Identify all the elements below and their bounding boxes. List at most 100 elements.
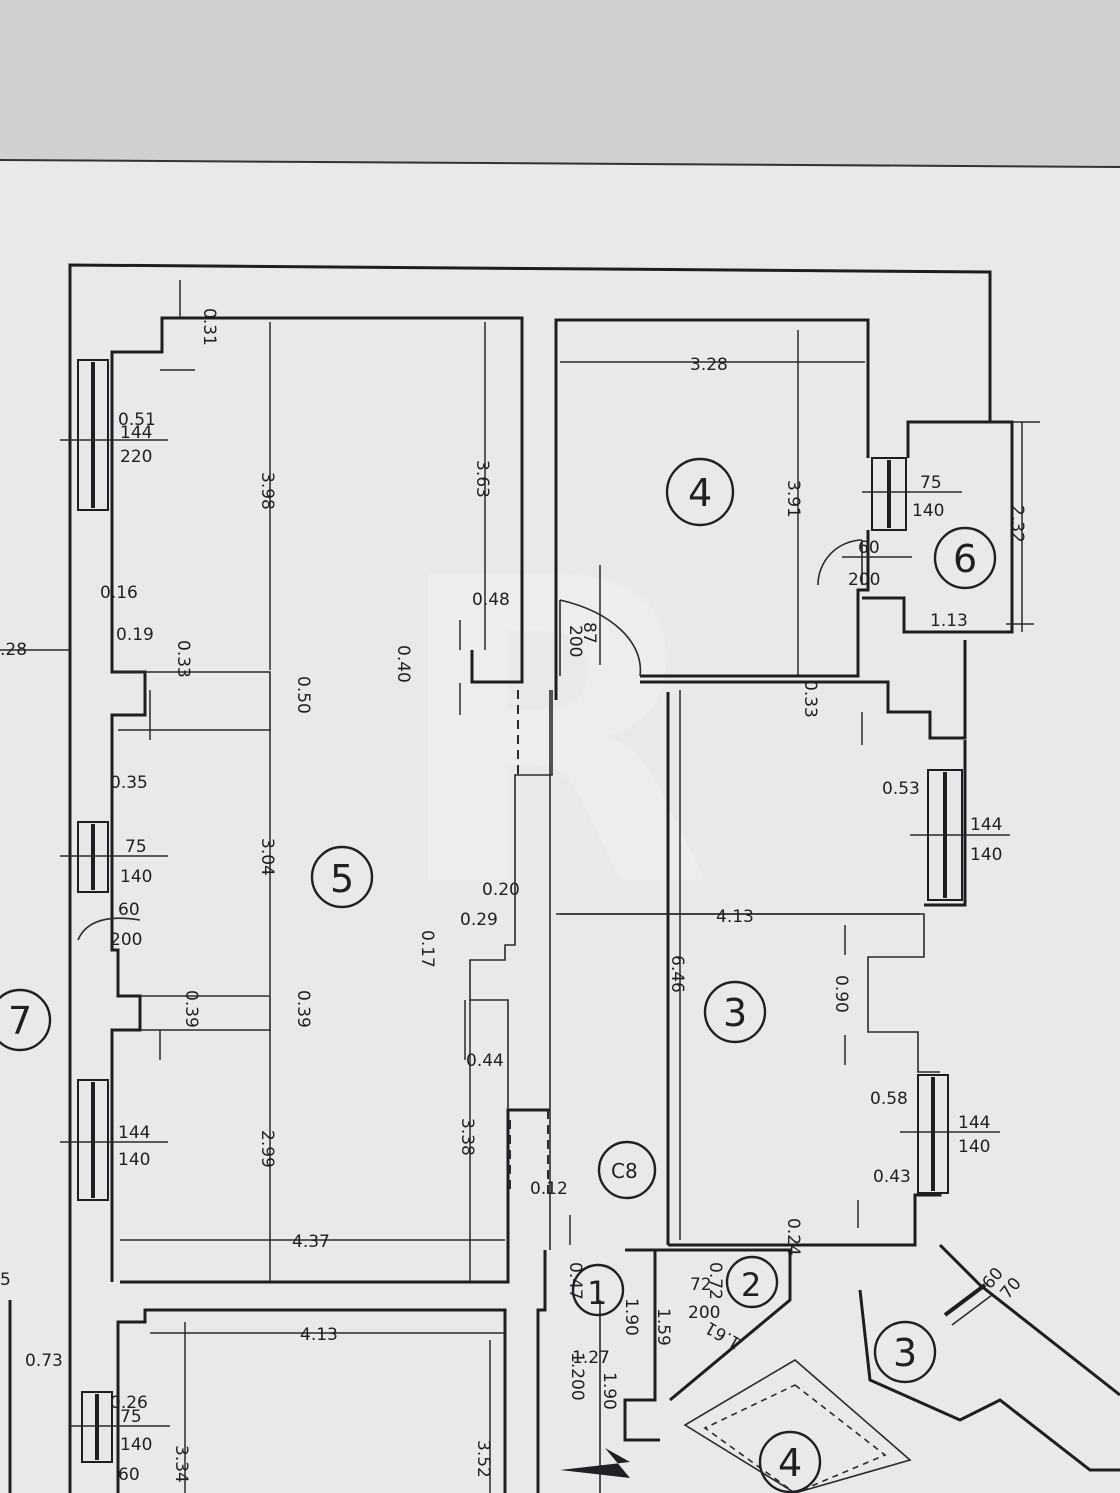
outer-wall [68, 263, 992, 1300]
dim-413-lower: 4.13 [300, 1325, 338, 1345]
dim-328: 3.28 [690, 355, 728, 375]
dim-232: 2.32 [1007, 505, 1027, 543]
room-2-number: 2 [741, 1266, 761, 1304]
corridor-wall [469, 690, 553, 1110]
window-75-140-lower-left-height: 140 [120, 1435, 152, 1455]
dim-044: 0.44 [466, 1051, 504, 1071]
sheet-area [0, 160, 1120, 1493]
room-5-partition-b [140, 995, 271, 1031]
dim-033-room3: 0.33 [800, 680, 820, 718]
room-3-right-wall [924, 740, 967, 907]
dim-035: 0.35 [110, 773, 148, 793]
dim-127: 1.27 [572, 1348, 610, 1368]
diagonal-wall-b [858, 1289, 1120, 1472]
lower-room-walls [116, 1308, 507, 1493]
door-87-200-swing [559, 599, 642, 677]
window-144-220-width: 144 [120, 423, 152, 443]
window-144-140-room3-top-width: 144 [970, 815, 1002, 835]
room-7-marker [0, 988, 52, 1052]
dim-190-a: 1.90 [621, 1298, 641, 1336]
door-room1-size: 1.200 [567, 1352, 587, 1401]
window-144-140-left [77, 1079, 109, 1201]
dim-019: 0.19 [116, 625, 154, 645]
dim-646: 6.46 [667, 955, 687, 993]
room-4-lower-dashed [703, 1384, 887, 1493]
door-room2-height: 200 [688, 1303, 720, 1323]
dim-043: 0.43 [873, 1167, 911, 1187]
dim-304: 3.04 [257, 838, 277, 876]
door-room6-width: 60 [858, 538, 880, 558]
door-room7-width: 60 [118, 900, 140, 920]
room-4-lower-marker [758, 1430, 822, 1493]
door-room6-height: 200 [848, 570, 880, 590]
room-3-lower-number: 3 [893, 1331, 917, 1375]
dim-039-center: 0.39 [293, 990, 313, 1028]
window-144-140-left-height: 140 [118, 1150, 150, 1170]
dim-190-b: 1.90 [599, 1372, 619, 1410]
room-4-number: 4 [688, 471, 712, 515]
diagonal-wall-a [938, 1243, 1120, 1397]
room-3-marker [703, 980, 767, 1044]
room-6-number: 6 [953, 537, 977, 581]
dim-437: 4.37 [292, 1232, 330, 1252]
window-144-220-height: 220 [120, 447, 152, 467]
dim-033-room5: 0.33 [173, 640, 193, 678]
sheet-border-line [0, 159, 1120, 168]
room-1-right-wall [623, 1248, 660, 1442]
window-144-140-room3-bottom [917, 1074, 949, 1194]
entrance-arrow-icon [560, 1448, 630, 1478]
dim-020: 0.20 [482, 880, 520, 900]
window-144-140-room3-top-height: 140 [970, 845, 1002, 865]
dim-5: 5 [0, 1270, 11, 1290]
dim-073: 0.73 [25, 1351, 63, 1371]
window-144-140-room3-bottom-width: 144 [958, 1113, 990, 1133]
room-1-left-wall [536, 1250, 547, 1493]
dim-017: 0.17 [417, 930, 437, 968]
room-2-marker [725, 1255, 779, 1309]
dim-016: 0.16 [100, 583, 138, 603]
window-75-140-lower-left [81, 1391, 113, 1463]
window-75-140-room6-height: 140 [912, 501, 944, 521]
window-60-70 [943, 1283, 993, 1326]
window-75-140-left-width: 75 [125, 837, 147, 857]
dim-051: 0.51 [118, 410, 156, 430]
dim-413-room3: 4.13 [716, 907, 754, 927]
window-144-140-left-width: 144 [118, 1123, 150, 1143]
dim-053: 0.53 [882, 779, 920, 799]
dim-363: 3.63 [472, 460, 492, 498]
dim-299: 2.99 [257, 1130, 277, 1168]
door-60-200-room7-swing [77, 917, 141, 941]
room-c8-marker [597, 1140, 657, 1200]
dim-050: 0.50 [293, 676, 313, 714]
room-3-lower-marker [873, 1320, 937, 1384]
room-3-mid-wall [556, 913, 940, 1073]
room-4-lower-number: 4 [778, 1441, 802, 1485]
dim-338: 3.38 [457, 1118, 477, 1156]
room-4-walls [554, 318, 870, 700]
dim-159: 1.59 [653, 1308, 673, 1346]
door-lower-left-width: 60 [118, 1465, 140, 1485]
room-c8-label: C8 [611, 1159, 638, 1183]
dim-090: 0.90 [831, 975, 851, 1013]
dim-012: 0.12 [530, 1179, 568, 1199]
door-60-200-room6-swing [817, 539, 863, 586]
dim-026: 0.26 [110, 1393, 148, 1413]
room-3-top-wall [640, 640, 967, 740]
window-75-140-room6-width: 75 [920, 473, 942, 493]
door-87-height: 200 [565, 625, 585, 657]
room-5-marker [310, 845, 374, 909]
dim-024: 0.24 [783, 1218, 803, 1256]
dim-391: 3.91 [783, 480, 803, 518]
room-6-marker [933, 526, 997, 590]
room-4-lower-wall [640, 530, 870, 678]
room-3-number: 3 [723, 991, 747, 1035]
dim-128: .28 [0, 640, 27, 660]
room-4-marker [665, 457, 735, 527]
room-4-lower-outline [683, 1359, 912, 1493]
window-75-140-room6 [871, 457, 907, 531]
dim-040: 0.40 [393, 645, 413, 683]
dim-113: 1.13 [930, 611, 968, 631]
dim-058: 0.58 [870, 1089, 908, 1109]
dim-398: 3.98 [257, 472, 277, 510]
